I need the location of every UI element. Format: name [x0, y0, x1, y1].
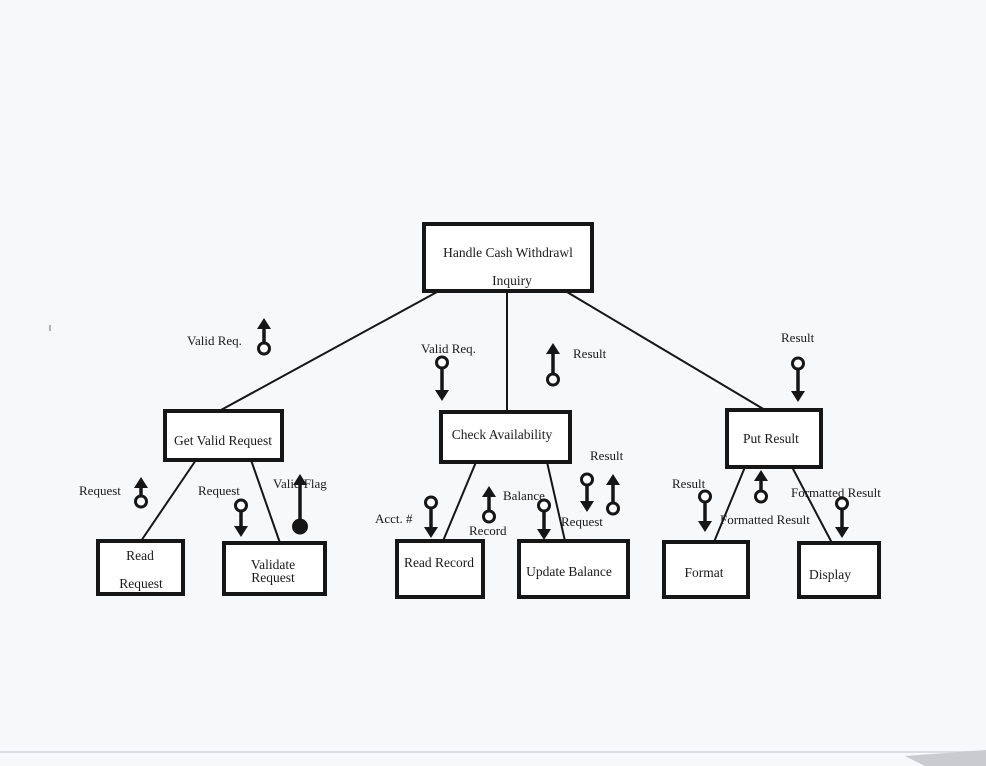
edge-pr-format — [713, 466, 746, 543]
edge-ca-read-record — [442, 461, 477, 542]
couple-label-result: Result — [781, 330, 815, 345]
couple-arrowhead — [234, 526, 248, 537]
couple-arrowhead — [257, 318, 271, 329]
couple-arrowhead — [424, 527, 438, 538]
couple-label-request: Request — [198, 483, 240, 498]
couple-arrowhead — [546, 343, 560, 354]
module-handle-cash-withdrawl-inquiry: Handle Cash Withdrawl Inquiry — [422, 222, 594, 293]
module-label: Get Valid Request — [174, 433, 272, 448]
module-label-line-1: Validate — [251, 557, 295, 572]
couples-layer — [134, 318, 849, 540]
module-label: Format — [685, 565, 724, 580]
edge-root-get-valid-request — [220, 291, 438, 411]
couple-arrow-root-ca-result — [546, 343, 560, 387]
hierarchy-lines — [140, 291, 833, 544]
couple-label-result: Result — [590, 448, 624, 463]
module-check-availability: Check Availability — [439, 410, 572, 464]
data-couple-tail — [134, 494, 148, 509]
couple-arrow-root-pr-result — [791, 356, 805, 402]
couple-arrowhead — [791, 391, 805, 402]
data-couple-tail — [424, 495, 438, 510]
module-label: Read Record — [404, 555, 474, 570]
couple-arrowhead — [537, 529, 551, 540]
couple-labels: Valid Req. Valid Req. Result Result Requ… — [79, 330, 881, 538]
data-couple-tail — [698, 489, 712, 504]
couple-arrow-ca-balance — [537, 498, 551, 540]
couple-label-request: Request — [79, 483, 121, 498]
module-label: Display — [809, 567, 851, 582]
data-couple-tail — [835, 496, 849, 511]
couple-label-result: Result — [573, 346, 607, 361]
couple-arrow-pr-formatted-result-up — [754, 470, 768, 504]
module-label-line-2: Request — [251, 570, 295, 585]
module-label: Check Availability — [452, 427, 553, 442]
module-validate-request: Validate Request — [222, 541, 327, 596]
couple-arrowhead — [482, 486, 496, 497]
couple-arrow-ca-record — [482, 486, 496, 524]
couple-label-request: Request — [561, 514, 603, 529]
couple-arrow-gvr-valid-flag — [292, 474, 308, 535]
module-label-line-2: Request — [119, 576, 163, 591]
couple-arrowhead — [293, 474, 307, 485]
couple-arrowhead — [134, 477, 148, 488]
module-read-request: Read Request — [96, 539, 185, 596]
couple-label-formatted-result: Formatted Result — [791, 485, 881, 500]
couple-arrow-root-gvr-valid-req — [257, 318, 271, 356]
couple-label-record: Record — [469, 523, 507, 538]
couple-arrow-ca-request — [580, 472, 594, 512]
couple-label-balance: Balance — [503, 488, 545, 503]
couple-arrowhead — [606, 474, 620, 485]
data-couple-tail — [257, 341, 271, 356]
couple-label-valid-req: Valid Req. — [421, 341, 476, 356]
couple-label-valid-flag: Valid Flag — [273, 476, 327, 491]
couple-arrow-pr-formatted-result-down — [835, 496, 849, 538]
module-label: Put Result — [743, 431, 799, 446]
couple-arrow-gvr-read-request — [134, 477, 148, 509]
couple-label-acct: Acct. # — [375, 511, 413, 526]
edge-ca-update-balance — [546, 461, 566, 542]
couple-arrow-ca-result — [606, 474, 620, 516]
control-flag-tail — [292, 518, 308, 535]
data-couple-tail — [791, 356, 805, 371]
module-get-valid-request: Get Valid Request — [163, 409, 284, 462]
couple-label-valid-req: Valid Req. — [187, 333, 242, 348]
module-format: Format — [662, 540, 750, 599]
module-put-result: Put Result — [725, 408, 823, 469]
module-update-balance: Update Balance — [517, 539, 630, 599]
edge-gvr-read-request — [140, 459, 197, 542]
module-label-line-1: Handle Cash Withdrawl — [443, 245, 573, 260]
couple-label-formatted-result: Formatted Result — [720, 512, 810, 527]
module-read-record: Read Record — [395, 539, 485, 599]
couple-arrow-gvr-validate-request — [234, 498, 248, 537]
couple-arrow-ca-acct — [424, 495, 438, 538]
data-couple-tail — [537, 498, 551, 513]
couple-arrowhead — [835, 527, 849, 538]
couple-arrowhead — [580, 501, 594, 512]
couple-arrowhead — [754, 470, 768, 481]
data-couple-tail — [435, 355, 449, 370]
data-couple-tail — [482, 509, 496, 524]
couple-arrow-pr-result — [698, 489, 712, 532]
edge-pr-display — [791, 466, 833, 544]
data-couple-tail — [234, 498, 248, 513]
couple-label-result: Result — [672, 476, 706, 491]
data-couple-tail — [546, 372, 560, 387]
module-label-line-1: Read — [126, 548, 154, 563]
paper-corner-fold — [905, 750, 986, 766]
couple-arrowhead — [698, 521, 712, 532]
module-label-line-2: Inquiry — [492, 273, 532, 288]
couple-arrowhead — [435, 390, 449, 401]
edge-root-put-result — [566, 291, 766, 411]
data-couple-tail — [580, 472, 594, 487]
module-display: Display — [797, 541, 881, 599]
data-couple-tail — [754, 489, 768, 504]
couple-arrow-root-ca-valid-req — [435, 355, 449, 401]
module-label: Update Balance — [526, 564, 612, 579]
edge-gvr-validate-request — [250, 459, 281, 544]
data-couple-tail — [606, 501, 620, 516]
